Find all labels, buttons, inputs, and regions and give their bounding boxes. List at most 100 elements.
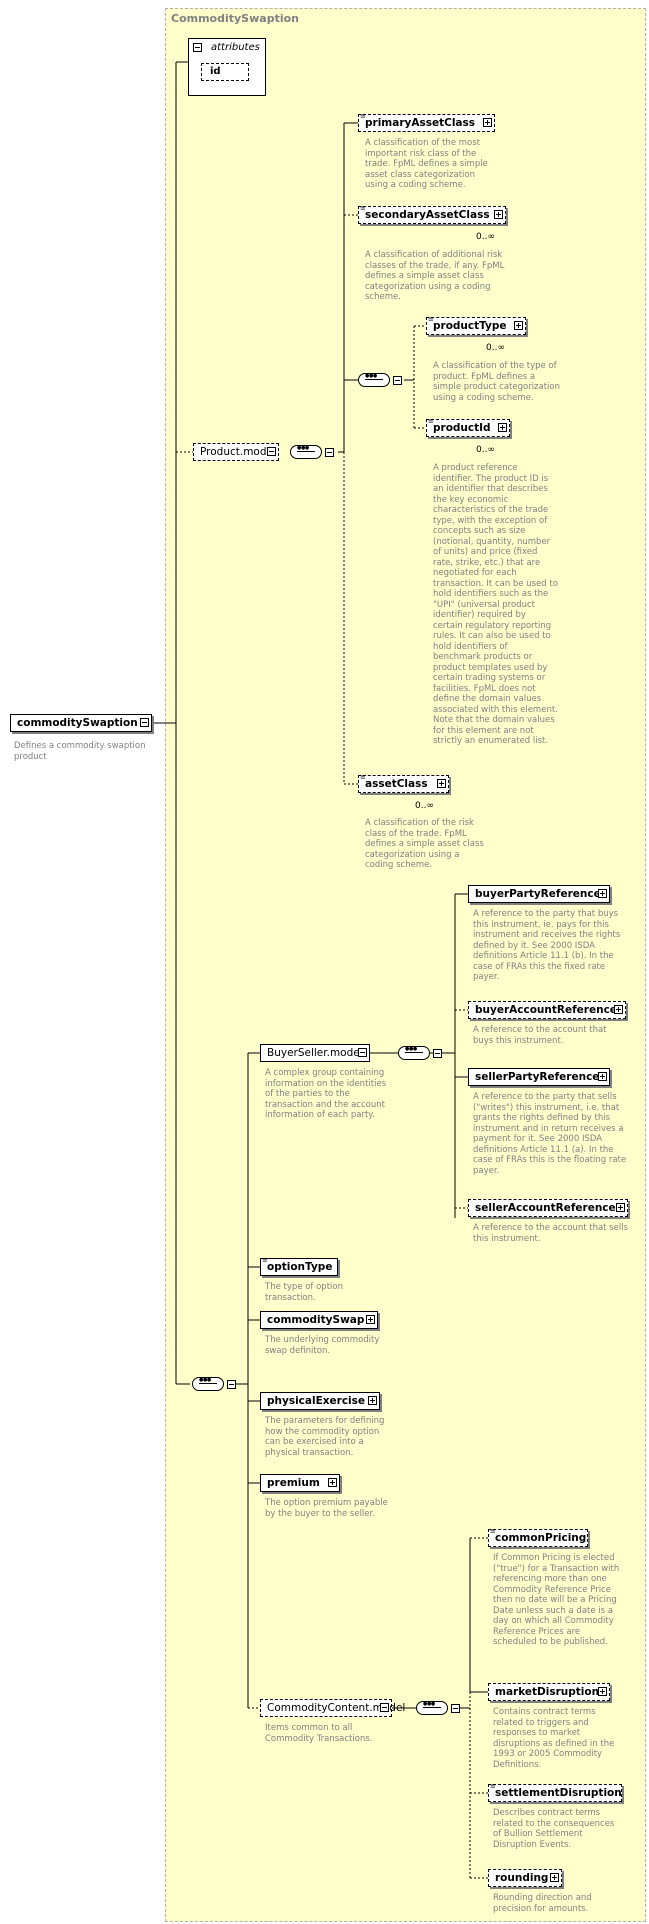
expand-icon[interactable] [514,321,523,330]
element-label: secondaryAssetClass [365,209,490,221]
pin-icon: ≡ [360,112,366,120]
expand-icon[interactable] [550,1873,559,1882]
collapse-icon[interactable] [451,1704,460,1713]
pin-icon: ≡ [428,315,434,323]
collapse-icon[interactable] [358,1048,367,1057]
expand-icon[interactable] [598,1072,607,1081]
element-buyer-party-reference[interactable]: buyerPartyReference [468,885,610,903]
element-label: commoditySwap [267,1314,365,1326]
element-market-disruption[interactable]: marketDisruption [488,1683,610,1701]
element-secondary-asset-class[interactable]: ≡ secondaryAssetClass [358,204,506,224]
seller-party-reference-description: A reference to the party that sells ("wr… [473,1092,627,1176]
collapse-icon[interactable] [380,1703,389,1712]
element-label: optionType [267,1261,333,1273]
option-type-description: The type of option transaction. [265,1282,343,1303]
expand-icon[interactable] [437,779,446,788]
element-option-type[interactable]: ≡ optionType [260,1256,338,1276]
element-label: productId [433,422,491,434]
element-label: buyerPartyReference [475,888,601,900]
element-label: sellerPartyReference [475,1071,600,1083]
root-description: Defines a commodity swaption product [14,741,146,762]
buyer-seller-model-group[interactable]: BuyerSeller.model [260,1044,370,1062]
element-label: premium [267,1477,320,1489]
element-asset-class[interactable]: ≡ assetClass [358,773,449,793]
product-type-description: A classification of the type of product.… [433,361,561,403]
product-model-group[interactable]: Product.model [193,443,279,461]
complex-type-title: CommoditySwaption [171,12,299,25]
element-label: settlementDisruption [495,1787,622,1799]
primary-asset-class-description: A classification of the most important r… [365,138,488,190]
attributes-group: attributes id [188,38,266,96]
complex-type-panel [165,8,646,1922]
expand-icon[interactable] [498,423,507,432]
occurrence-label: 0..∞ [486,343,505,353]
buyer-seller-description: A complex group containing information o… [265,1068,387,1120]
asset-class-description: A classification of the risk class of th… [365,818,484,870]
collapse-icon[interactable] [393,376,402,385]
expand-icon[interactable] [614,1005,623,1014]
premium-description: The option premium payable by the buyer … [265,1498,388,1519]
expand-icon[interactable] [483,118,492,127]
group-label: BuyerSeller.model [267,1047,363,1059]
occurrence-label: 0..∞ [476,232,495,242]
element-label: buyerAccountReference [475,1004,617,1016]
element-seller-account-reference[interactable]: sellerAccountReference [468,1199,628,1217]
collapse-icon[interactable] [267,447,276,456]
element-premium[interactable]: premium [260,1474,340,1492]
sequence-icon [405,1046,423,1055]
market-disruption-description: Contains contract terms related to trigg… [493,1707,615,1770]
group-label: CommodityContent.model [267,1702,406,1714]
expand-icon[interactable] [598,1687,607,1696]
expand-icon[interactable] [616,1203,625,1212]
element-label: marketDisruption [495,1686,600,1698]
attribute-id[interactable]: id [201,63,249,81]
expand-icon[interactable] [366,1315,375,1324]
element-buyer-account-reference[interactable]: buyerAccountReference [468,1001,626,1019]
element-label: sellerAccountReference [475,1202,616,1214]
element-primary-asset-class[interactable]: ≡ primaryAssetClass [358,112,495,132]
buyer-account-reference-description: A reference to the account that buys thi… [473,1025,607,1046]
pin-icon: ≡ [428,417,434,425]
commodity-content-model-group[interactable]: CommodityContent.model [260,1699,405,1717]
expand-icon[interactable] [598,889,607,898]
collapse-icon[interactable] [140,718,149,727]
sequence-icon [199,1377,217,1386]
rounding-description: Rounding direction and precision for amo… [493,1893,592,1914]
element-label: commonPricing [495,1532,587,1544]
pin-icon: ≡ [360,773,366,781]
element-product-type[interactable]: ≡ productType [426,315,526,335]
pin-icon: ≡ [262,1256,268,1264]
collapse-icon[interactable] [227,1380,236,1389]
element-product-id[interactable]: ≡ productId [426,417,510,437]
element-seller-party-reference[interactable]: sellerPartyReference [468,1068,610,1086]
expand-icon[interactable] [494,210,503,219]
pin-icon: ≡ [360,204,366,212]
occurrence-label: 0..∞ [415,801,434,811]
root-element-commodity-swaption[interactable]: commoditySwaption [10,714,152,732]
expand-icon[interactable] [328,1478,337,1487]
occurrence-label: 0..∞ [476,445,495,455]
collapse-icon[interactable] [193,43,202,52]
element-settlement-disruption[interactable]: ≡ settlementDisruption [488,1783,622,1802]
common-pricing-description: If Common Pricing is elected ("true") fo… [493,1553,620,1647]
sequence-connector-buyer-seller[interactable] [398,1046,430,1060]
element-rounding[interactable]: rounding [488,1869,562,1887]
pin-icon: ≡ [490,1527,496,1535]
element-physical-exercise[interactable]: physicalExercise [260,1392,380,1410]
collapse-icon[interactable] [433,1049,442,1058]
sequence-connector-main[interactable] [192,1377,224,1391]
element-common-pricing[interactable]: ≡ commonPricing [488,1527,588,1547]
sequence-connector-product[interactable] [290,445,322,459]
expand-icon[interactable] [368,1396,377,1405]
physical-exercise-description: The parameters for defining how the comm… [265,1416,385,1458]
seller-account-reference-description: A reference to the account that sells th… [473,1223,629,1244]
element-label: commoditySwaption [17,717,138,729]
group-label: Product.model [200,446,276,458]
sequence-icon [297,445,315,454]
sequence-icon [423,1701,441,1710]
element-commodity-swap[interactable]: commoditySwap [260,1311,378,1329]
collapse-icon[interactable] [325,448,334,457]
sequence-connector-commodity-content[interactable] [416,1701,448,1715]
sequence-connector-product-type[interactable] [358,373,390,387]
